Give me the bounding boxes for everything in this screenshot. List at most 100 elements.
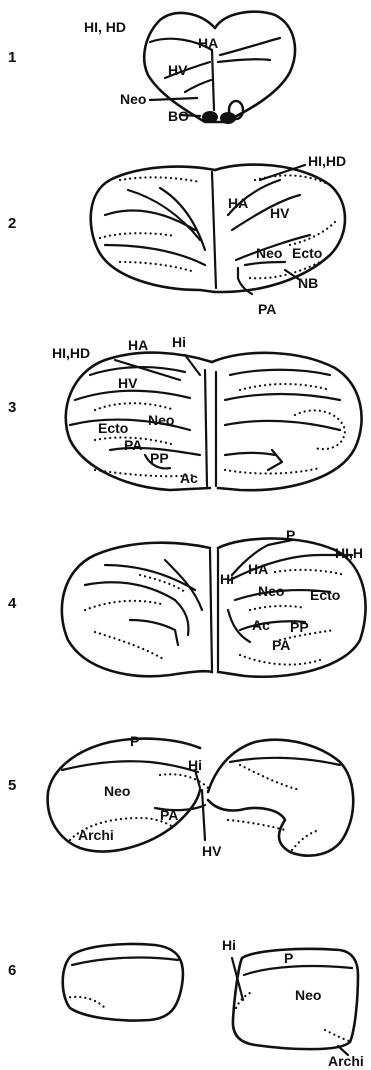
s4-label-p: P (286, 527, 295, 543)
s1-label-bo: BO (168, 108, 189, 124)
s4-line-l1 (85, 582, 188, 635)
s4-line-l3 (165, 560, 202, 610)
s5-line-top-r (230, 758, 340, 765)
s5-label-archi: Archi (78, 827, 114, 843)
s4-label-ecto: Ecto (310, 587, 340, 603)
section-1-outline (144, 12, 295, 122)
s4-label-ha: HA (248, 561, 268, 577)
s3-label-hv: HV (118, 375, 138, 391)
s2-line-l3 (160, 188, 205, 250)
s3-label-pp: PP (150, 450, 169, 466)
s2-dots-r2 (290, 222, 335, 245)
s3-label-neo: Neo (148, 412, 174, 428)
s5-label-p: P (130, 733, 139, 749)
s5-dots-r2 (228, 820, 285, 830)
s3-label-ac: Ac (180, 470, 198, 486)
s1-label-hi-hd: HI, HD (84, 19, 126, 35)
section-6-left-outline (63, 944, 183, 1020)
s4-line-l5 (175, 630, 178, 645)
s2-label-hv: HV (270, 205, 290, 221)
s4-dots-r2 (250, 606, 305, 610)
s2-midline (212, 172, 216, 288)
s3-line-l1 (90, 367, 185, 375)
s4-dots-l3 (140, 575, 185, 592)
s4-dots-r4 (240, 655, 320, 665)
s2-label-ecto: Ecto (292, 245, 322, 261)
s4-dots-r1 (275, 570, 345, 575)
s5-hv-leader (202, 790, 205, 840)
s5-label-pa: PA (160, 807, 178, 823)
s5-dots-r1 (240, 765, 300, 790)
s3-label-ha: HA (128, 337, 148, 353)
s3-dots-r1 (240, 384, 330, 390)
s1-bulb-left (202, 111, 218, 123)
s3-label-hi-hd: HI,HD (52, 345, 90, 361)
section-4: 4 P HA Hi HI,H Neo Ecto Ac PP PA (8, 527, 366, 677)
s2-label-hi-hd: HI,HD (308, 153, 346, 169)
s1-line-f (185, 80, 211, 92)
s2-label-pa: PA (258, 301, 276, 317)
s4-line-r3 (228, 610, 250, 642)
s3-dots-r3 (225, 468, 320, 474)
section-number-3: 3 (8, 399, 16, 416)
s3-line-r1 (230, 370, 330, 375)
s4-label-hi-h: HI,H (335, 545, 363, 561)
s2-dots-l1 (100, 233, 175, 238)
section-number-5: 5 (8, 777, 16, 794)
s6-label-neo: Neo (295, 987, 321, 1003)
s5-label-neo: Neo (104, 783, 130, 799)
s3-label-pa: PA (124, 437, 142, 453)
s6-right-dots-b (325, 1030, 352, 1042)
s6-right-inner (244, 966, 352, 975)
section-5: 5 P Hi Neo PA Archi HV (8, 733, 353, 859)
section-6: 6 Hi P Neo Archi (8, 937, 364, 1069)
s5-dots-a (160, 774, 210, 790)
s3-label-hi: Hi (172, 334, 186, 350)
s4-dots-l2 (95, 632, 165, 660)
s4-label-pp: PP (290, 619, 309, 635)
s4-label-hi: Hi (220, 571, 234, 587)
s3-midline-l (205, 370, 207, 486)
s3-line-l2 (75, 391, 190, 400)
s1-label-hv: HV (168, 62, 188, 78)
s3-line-r4 (225, 453, 275, 455)
s5-dots-r3 (292, 830, 320, 850)
s6-label-p: P (284, 950, 293, 966)
s6-label-hi: Hi (222, 937, 236, 953)
section-number-4: 4 (8, 595, 17, 612)
s3-label-ecto: Ecto (98, 420, 128, 436)
s2-label-neo: Neo (256, 245, 282, 261)
s2-dots-l3 (120, 177, 200, 182)
s4-line-l4 (130, 620, 175, 630)
s3-line-r3 (225, 421, 340, 430)
s5-line-top-l (62, 761, 198, 772)
s1-label-neo: Neo (120, 91, 146, 107)
section-2: 2 HI,HD HA HV Neo Ecto NB PA (8, 153, 346, 317)
s4-label-pa: PA (272, 637, 290, 653)
section-1: 1 HI, HD HA HV Neo BO (8, 12, 295, 124)
s4-dots-l1 (85, 601, 165, 610)
s6-label-archi: Archi (328, 1053, 364, 1069)
s3-dots-l1 (95, 403, 175, 410)
s4-label-neo: Neo (258, 583, 284, 599)
s6-left-inner (72, 958, 178, 965)
s1-label-ha: HA (198, 35, 218, 51)
section-number-6: 6 (8, 962, 16, 979)
s5-label-hv: HV (202, 843, 222, 859)
s3-right-hook (268, 450, 282, 470)
section-number-1: 1 (8, 49, 16, 66)
s1-neo-leader (150, 98, 197, 100)
s4-label-ac: Ac (252, 617, 270, 633)
s1-line-c (220, 38, 280, 55)
section-number-2: 2 (8, 215, 16, 232)
s3-line-r2 (225, 394, 340, 400)
s2-label-ha: HA (228, 195, 248, 211)
s2-line-r4 (245, 262, 285, 265)
s4-midline-l (210, 550, 212, 670)
s2-dots-l2 (120, 262, 195, 272)
section-3: 3 HI,HD HA Hi HV Ecto Neo PA PP Ac (8, 334, 362, 490)
s5-label-hi: Hi (188, 757, 202, 773)
s1-line-e (218, 59, 270, 62)
s2-label-nb: NB (298, 275, 318, 291)
